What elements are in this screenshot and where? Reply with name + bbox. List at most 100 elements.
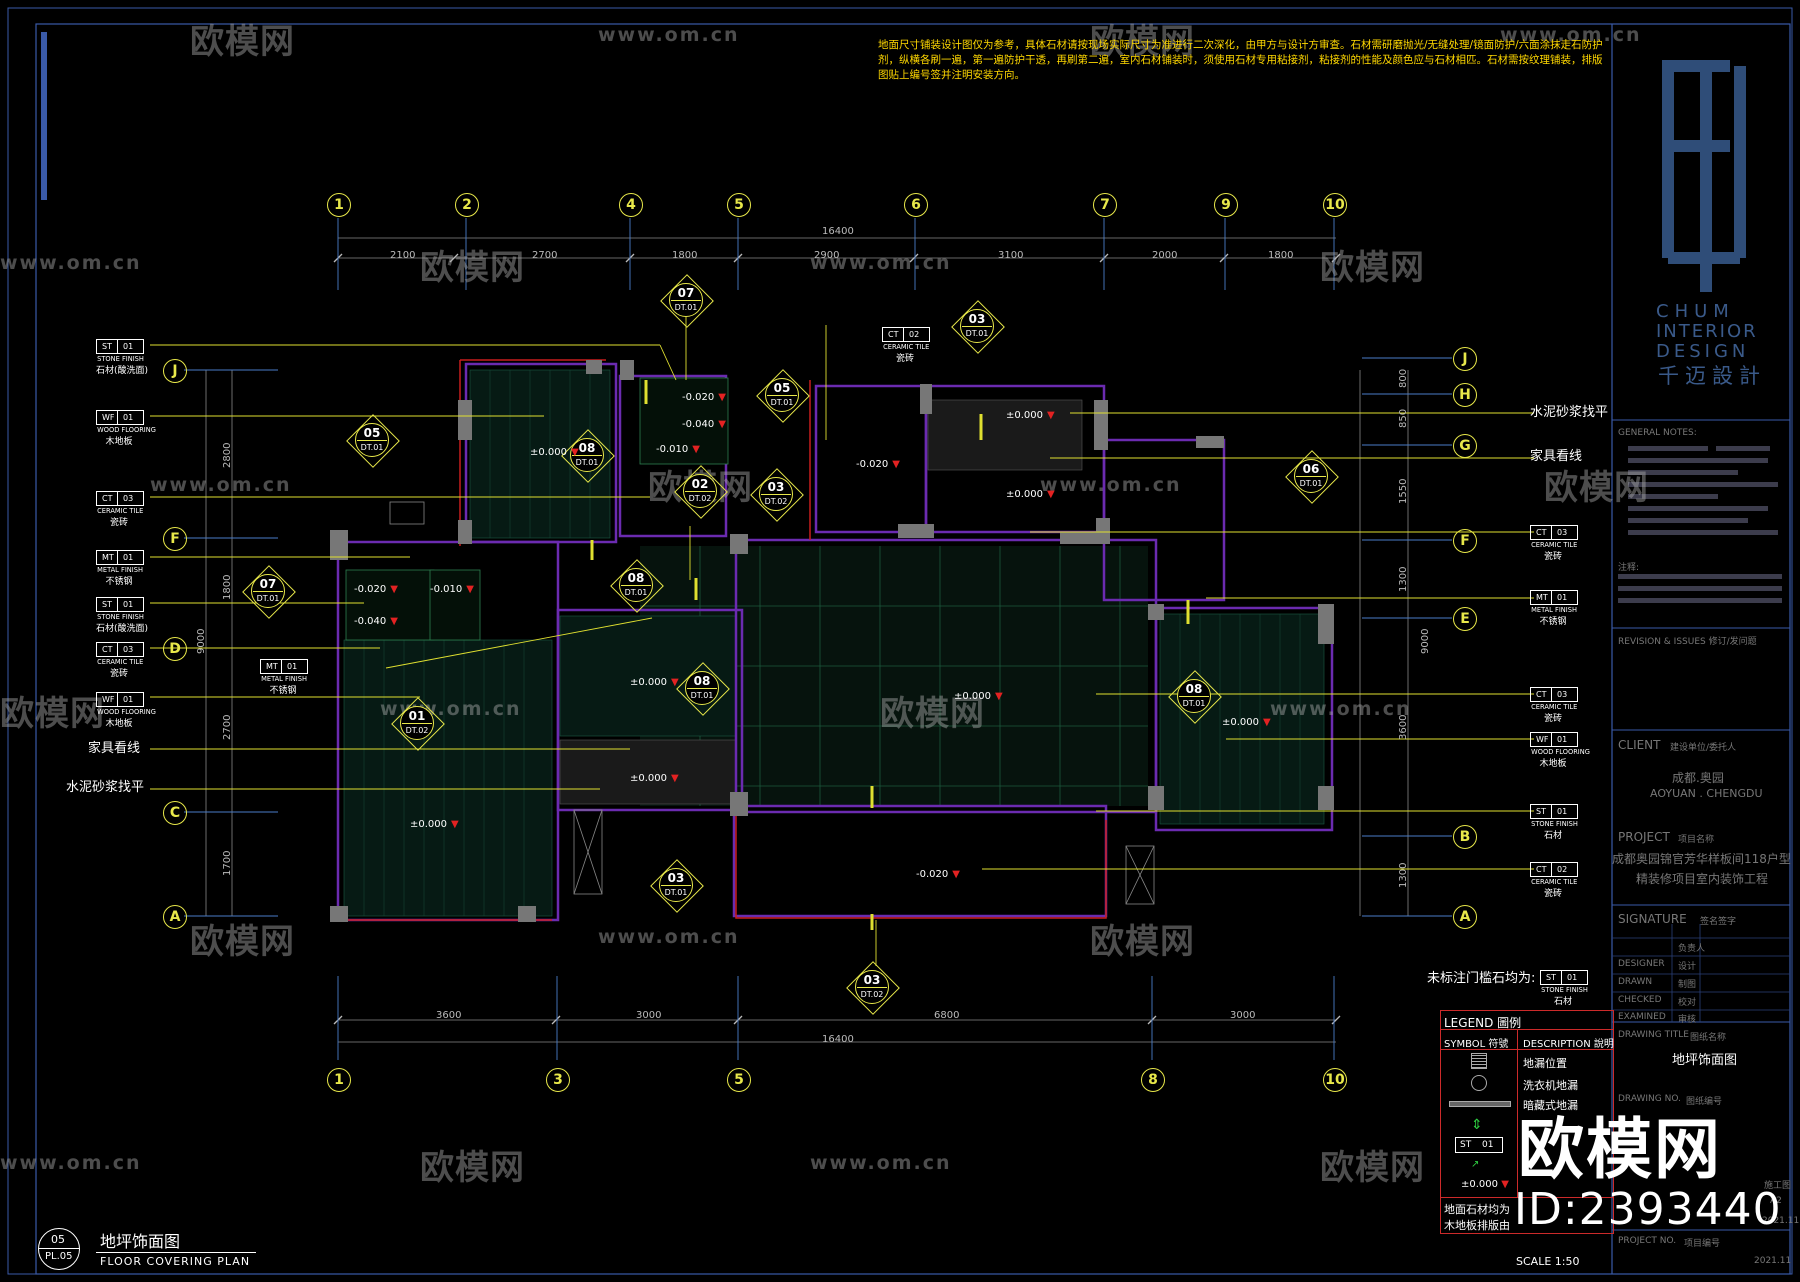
marker-detail-ref: DT.01 [965,329,989,338]
project-name-line: 成都奥园锦官芳华样板间118户型 [1612,852,1791,866]
tag-divider [117,693,118,706]
marker-detail-ref: DT.01 [624,588,648,597]
project-no-sub-label: 项目编号 [1684,1239,1721,1249]
title-block-lines [1612,419,1790,1231]
inner-border [35,23,1791,1275]
tag-divider [117,340,118,353]
level-value: ±0.000 [630,677,668,688]
marker-number: 07 [259,577,277,591]
tag-code: CT [102,645,113,654]
dimension-text: 2000 [1152,250,1178,261]
marker-detail-ref: DT.01 [1182,699,1206,708]
grid-axis-bubble: 5 [727,193,751,217]
tag-number: 01 [123,342,134,351]
tag-material-cn: 瓷砖 [109,518,128,528]
sign-row-en: CHECKED [1618,995,1662,1005]
revision-label: REVISION & ISSUES 修订/发问题 [1618,637,1757,647]
dimension-text: 1800 [672,250,698,261]
level-mark: ±0.000▼ [1006,490,1055,500]
tag-material-cn: 不锈钢 [105,577,133,587]
walls [336,362,1334,922]
level-triangle-icon: ▼ [1047,489,1055,500]
grid-axis-bubble: E [1453,607,1477,631]
tag-material-cn: 木地板 [105,719,133,729]
level-value: -0.010 [430,584,463,595]
legend-box: LEGEND 圖例 SYMBOL 符號 DESCRIPTION 說明 地漏位置 … [1440,1010,1614,1234]
tag-divider [117,411,118,424]
project-sub-label: 项目名称 [1678,835,1715,845]
dimension-text: 2100 [390,250,416,261]
tag-divider [1551,863,1552,876]
linear-drain-icon [1449,1101,1511,1107]
tag-material-cn: 瓷砖 [1543,714,1562,724]
level-mark: -0.020▼ [916,870,960,880]
watermark-logo: 欧模网 [190,22,295,62]
tag-divider [1551,733,1552,746]
sheet-index-ref: PL.05 [45,1251,73,1262]
tag-material-en: STONE FINISH [1531,820,1578,828]
project-label: PROJECT [1618,830,1670,844]
tag-number: 01 [123,695,134,704]
level-triangle-icon: ▼ [718,392,726,403]
tag-code: MT [266,662,278,671]
level-value: -0.020 [354,584,387,595]
grid-axis-bubble: 1 [327,193,351,217]
sign-row-cn: 审核 [1678,1015,1697,1025]
watermark-logo: 欧模网 [1544,468,1649,508]
tag-material-en: METAL FINISH [261,675,307,683]
level-mark: -0.040▼ [354,617,398,627]
sheet-title-underline [96,1252,256,1253]
watermark-logo: 欧模网 [420,248,525,288]
marker-detail-ref: DT.01 [360,443,384,452]
tag-divider [1561,971,1562,984]
marker-number: 03 [863,973,881,987]
shafts [389,501,1155,905]
level-value: ±0.000 [1461,1179,1499,1190]
dimension-text: 9000 [1420,628,1431,654]
tag-code: ST [1546,973,1556,982]
grid-axis-bubble: 4 [619,193,643,217]
watermark-url: www.om.cn [598,24,740,46]
level-triangle-icon: ▼ [390,616,398,627]
marker-divider [661,885,691,886]
tag-number: 01 [1557,593,1568,602]
tag-code: WF [102,413,115,422]
tag-code: CT [888,330,899,339]
sign-row-cn: 设计 [1678,962,1697,972]
dimension-text: 2700 [222,714,233,740]
tag-material-en: CERAMIC TILE [97,658,144,666]
axis-lines [184,218,1452,1060]
marker-number: 05 [773,381,791,395]
signature-label: SIGNATURE [1618,912,1687,926]
tag-material-en: STONE FINISH [1541,986,1588,994]
tag-code: CT [102,494,113,503]
dimension-text: 16400 [822,226,854,237]
level-value: -0.040 [354,616,387,627]
dimension-text: 3600 [436,1010,462,1021]
legend-sample-tag: ST 01 [1455,1137,1503,1153]
tag-number: 02 [909,330,920,339]
level-value: -0.020 [916,869,949,880]
brand-cn: 千迈設計 [1658,364,1766,388]
marker-divider [357,440,387,441]
marker-number: 03 [968,312,986,326]
marker-divider [1179,696,1209,697]
tag-code: WF [1536,735,1549,744]
level-triangle-icon: ▼ [671,773,679,784]
sign-row-en: DRAWN [1618,977,1653,987]
drawing-title-sub-label: 图纸名称 [1690,1033,1727,1043]
dimension-text: 2800 [222,442,233,468]
level-value: -0.020 [682,392,715,403]
